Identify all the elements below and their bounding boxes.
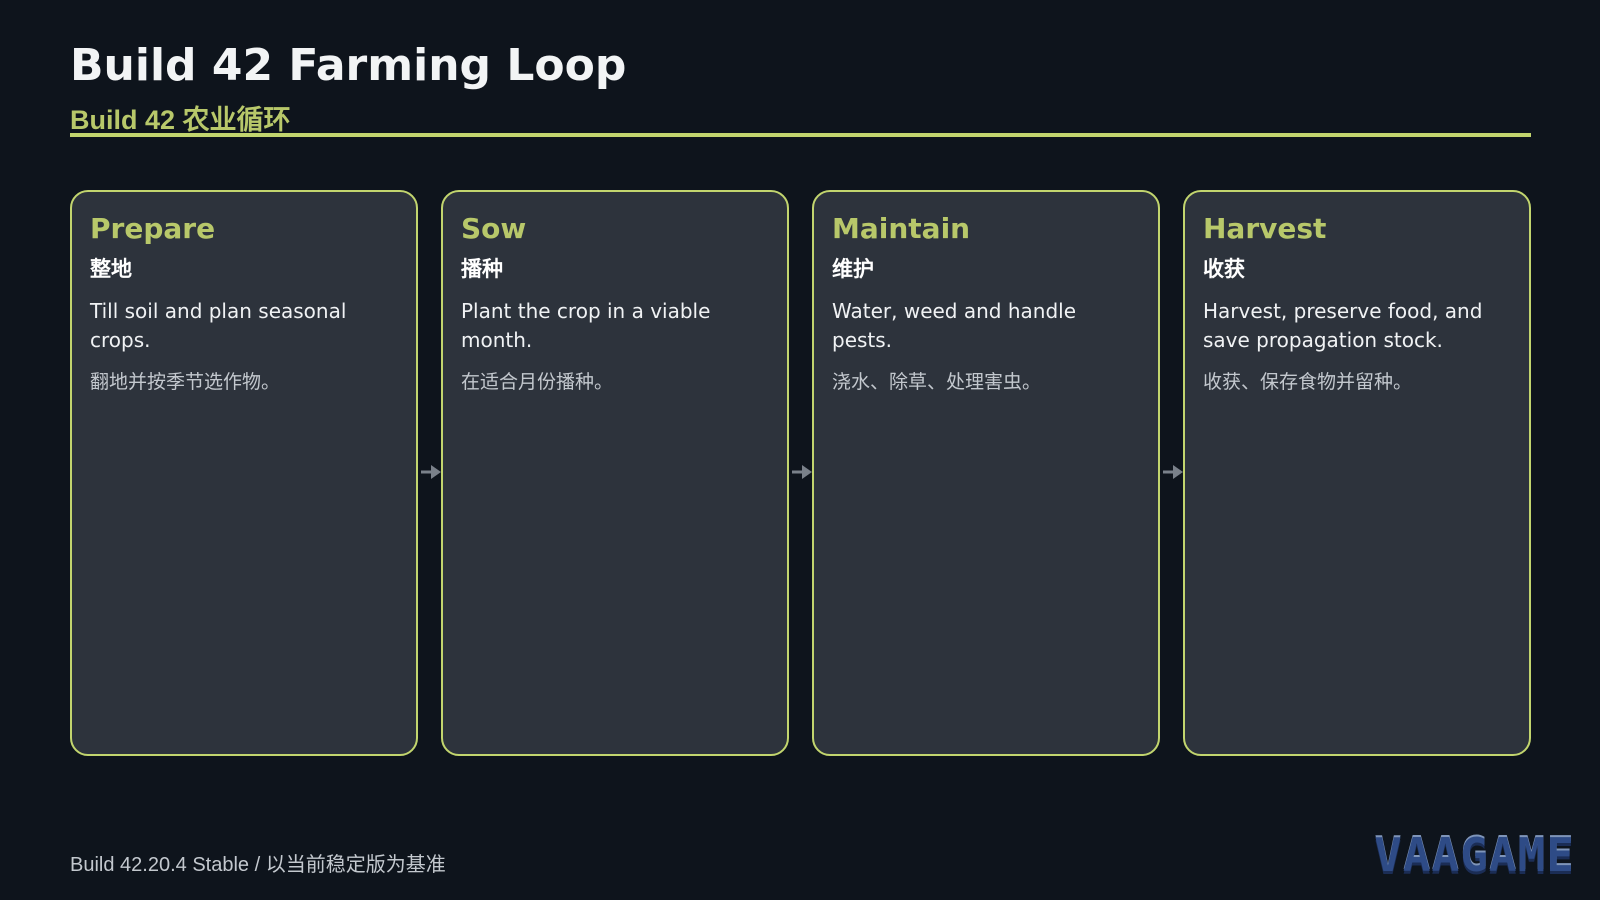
arrow-right-icon: [421, 465, 441, 479]
arrow-right-icon: [1163, 465, 1183, 479]
title-divider: [70, 133, 1531, 137]
step-subtitle: 整地: [90, 257, 132, 281]
page-title: Build 42 Farming Loop: [70, 40, 627, 91]
footer-version-note: Build 42.20.4 Stable / 以当前稳定版为基准: [70, 854, 446, 876]
step-description-zh: 在适合月份播种。: [461, 372, 614, 393]
step-description-zh: 浇水、除草、处理害虫。: [832, 372, 1042, 393]
step-description-zh: 翻地并按季节选作物。: [90, 372, 281, 393]
step-card-maintain: Maintain 维护 Water, weed and handle pests…: [812, 190, 1160, 756]
step-card-prepare: Prepare 整地 Till soil and plan seasonal c…: [70, 190, 418, 756]
step-title: Maintain: [832, 212, 971, 245]
step-description: Till soil and plan seasonal crops.: [90, 299, 347, 352]
step-description: Plant the crop in a viable month.: [461, 299, 711, 352]
step-subtitle: 播种: [461, 257, 503, 281]
page-subtitle: Build 42 农业循环: [70, 105, 291, 135]
step-description: Water, weed and handle pests.: [832, 299, 1077, 352]
step-title: Harvest: [1203, 212, 1327, 245]
step-card-sow: Sow 播种 Plant the crop in a viable month.…: [441, 190, 789, 756]
step-description: Harvest, preserve food, and save propaga…: [1203, 299, 1483, 352]
step-title: Sow: [461, 212, 527, 245]
step-subtitle: 收获: [1203, 257, 1245, 281]
step-description-zh: 收获、保存食物并留种。: [1203, 372, 1413, 393]
step-title: Prepare: [90, 212, 216, 245]
step-subtitle: 维护: [832, 257, 874, 281]
step-card-harvest: Harvest 收获 Harvest, preserve food, and s…: [1183, 190, 1531, 756]
arrow-right-icon: [792, 465, 812, 479]
brand-logo: VAAGAME: [1374, 828, 1575, 882]
